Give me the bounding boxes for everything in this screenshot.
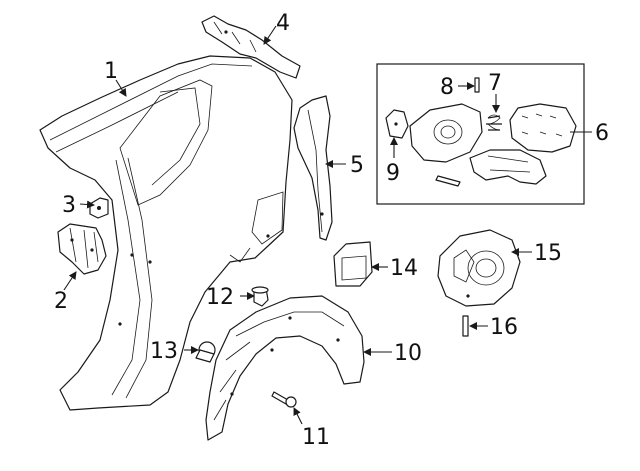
leader-3: [79, 200, 95, 209]
quarter-panel-part: [39, 55, 293, 411]
callout-4: 4: [276, 11, 290, 36]
actuator-part-9: [385, 109, 409, 139]
callout-5: 5: [350, 153, 364, 178]
callout-16: 16: [490, 315, 518, 340]
fuel-door-part-6: [509, 103, 577, 153]
grommet-part-13: [195, 341, 216, 363]
bracket-part-2: [57, 223, 107, 275]
callout-6: 6: [595, 121, 609, 146]
callout-9: 9: [386, 161, 400, 186]
callout-8: 8: [440, 75, 454, 100]
vent-part-14: [333, 241, 373, 287]
reinforcement-part-4: [201, 15, 301, 79]
leader-2: [63, 271, 77, 291]
callout-14: 14: [390, 256, 418, 281]
filler-housing-inset: [409, 103, 483, 163]
wheel-liner-part-10: [205, 295, 365, 441]
filler-housing-part-15: [437, 229, 521, 307]
clip-part-3: [89, 197, 109, 219]
callout-1: 1: [104, 59, 118, 84]
leader-4: [263, 25, 277, 45]
callout-12: 12: [206, 285, 234, 310]
callout-10: 10: [394, 341, 422, 366]
callout-15: 15: [534, 241, 562, 266]
fuel-door-hinge-part: [469, 149, 547, 185]
fuel-door-inset-frame: [376, 63, 585, 205]
callout-3: 3: [62, 193, 76, 218]
callout-2: 2: [54, 289, 68, 314]
screw-part-11: [271, 391, 297, 408]
bolt-inset: [435, 175, 461, 187]
pin-part-8: [474, 77, 480, 93]
leader-1: [115, 79, 127, 97]
leader-11: [293, 407, 303, 425]
push-clip-part-12: [251, 286, 269, 307]
pillar-extension-part-5: [293, 95, 333, 241]
callout-13: 13: [150, 339, 178, 364]
spring-part-7: [486, 114, 502, 131]
callout-labels: 1 2 3 4 5 6 7 8 9 10 11 12 13 14 15 16: [54, 11, 609, 450]
callout-7: 7: [488, 71, 502, 96]
pin-part-16: [462, 315, 469, 337]
leader-lines: [63, 25, 592, 425]
callout-11: 11: [302, 425, 330, 450]
